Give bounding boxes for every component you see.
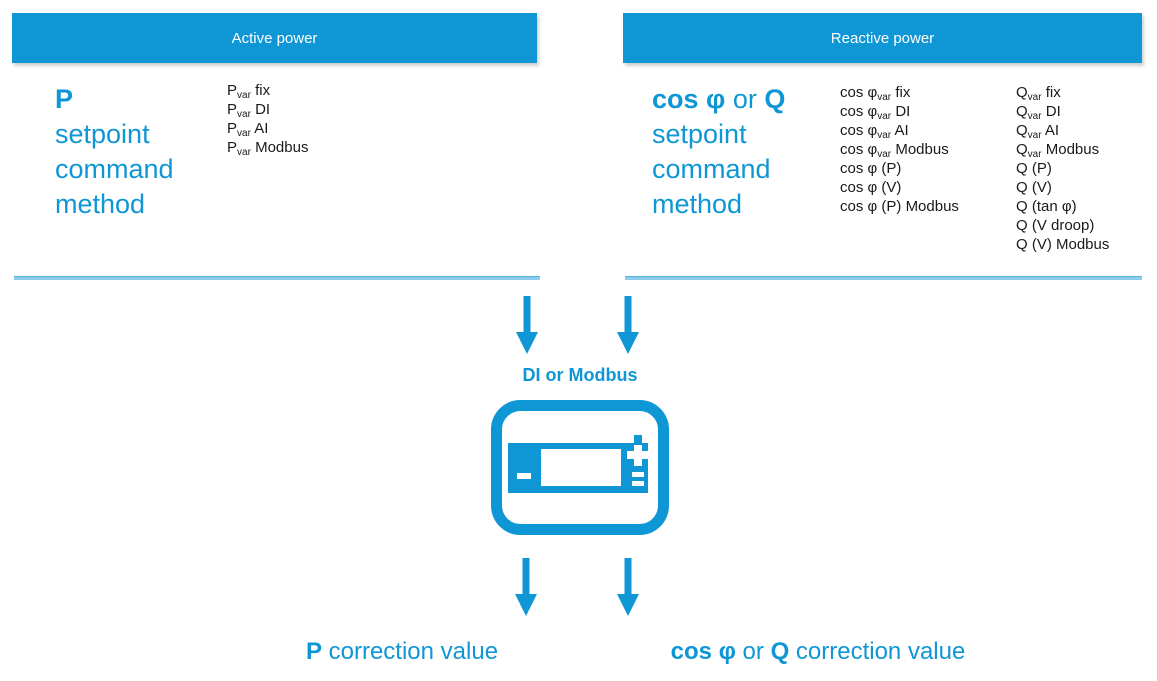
method-list-item: Qvar AI — [1016, 122, 1060, 141]
method-list-item: Pvar Modbus — [227, 139, 309, 158]
title-line: setpoint — [55, 119, 150, 149]
title-line: command — [652, 154, 771, 184]
cosphi-q-correction-value-label: cos φ or Q correction value — [670, 638, 966, 665]
method-list-item: Q (V) — [1016, 179, 1052, 196]
p-correction-value-label: P correction value — [305, 638, 499, 665]
method-list-item: cos φ (P) Modbus — [840, 198, 959, 215]
down-arrow-icon — [516, 296, 538, 354]
method-list-item: Qvar DI — [1016, 103, 1061, 122]
method-list-item: Pvar DI — [227, 101, 271, 120]
method-list-item: cos φ (V) — [840, 179, 902, 196]
active-power-header-label: Active power — [231, 29, 318, 47]
method-list-item: Qvar Modbus — [1016, 141, 1100, 160]
right-divider-line — [625, 276, 1142, 280]
method-list-item: cos φ (P) — [840, 160, 902, 177]
reactive-power-header-label: Reactive power — [830, 29, 935, 47]
title-line: P — [55, 84, 74, 114]
active-power-header: Active power — [12, 13, 537, 63]
title-line: cos φ or Q — [652, 84, 786, 114]
down-arrow-icon — [515, 558, 537, 616]
down-arrow-icon — [617, 296, 639, 354]
controller-device-icon — [491, 400, 669, 535]
title-line: setpoint — [652, 119, 747, 149]
method-list-item: cos φvar fix — [840, 84, 911, 103]
method-list-item: Q (tan φ) — [1016, 198, 1077, 215]
bus-label: DI or Modbus — [522, 365, 638, 385]
method-list-item: Q (V) Modbus — [1016, 236, 1110, 253]
method-list-item: cos φvar AI — [840, 122, 909, 141]
title-line: method — [55, 189, 146, 219]
method-list-item: Pvar fix — [227, 82, 271, 101]
method-list-item: Pvar AI — [227, 120, 269, 139]
method-list-item: Q (P) — [1016, 160, 1052, 177]
title-line: command — [55, 154, 174, 184]
title-line: method — [652, 189, 743, 219]
method-list-item: Q (V droop) — [1016, 217, 1095, 234]
method-list-item: Qvar fix — [1016, 84, 1061, 103]
reactive-setpoint-title: cos φ or Q setpoint command method — [652, 82, 785, 222]
left-divider-line — [14, 276, 540, 280]
method-list-item: cos φvar DI — [840, 103, 911, 122]
method-list-item: cos φvar Modbus — [840, 141, 949, 160]
reactive-power-header: Reactive power — [623, 13, 1142, 63]
down-arrow-icon — [617, 558, 639, 616]
